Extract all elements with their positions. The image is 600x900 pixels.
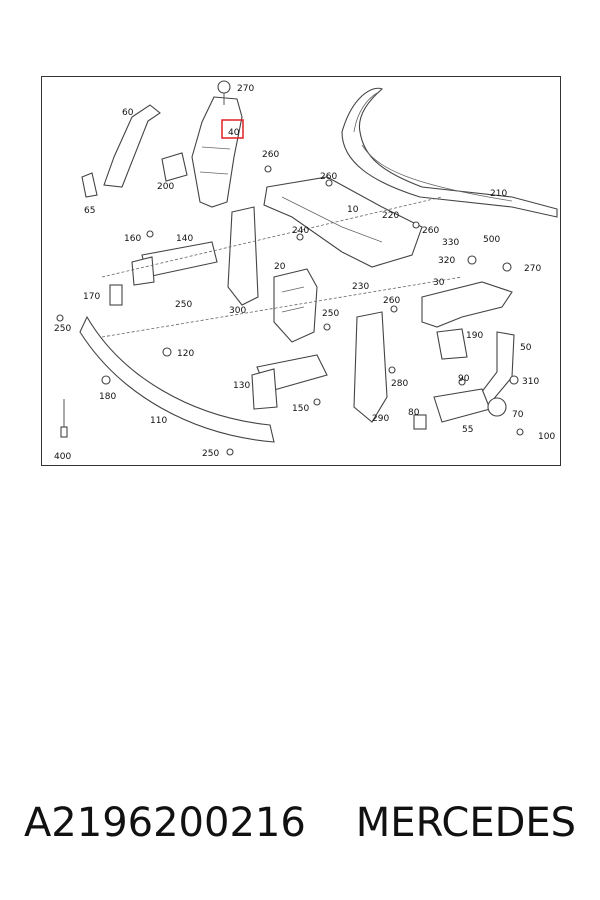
label-220: 220 (382, 211, 399, 221)
part-190-bracket (436, 328, 468, 360)
label-200: 200 (157, 182, 174, 192)
label-260: 260 (383, 296, 400, 306)
label-80: 80 (408, 408, 420, 418)
part-400-bolt (60, 399, 68, 438)
highlight-box (221, 119, 244, 139)
label-170: 170 (83, 292, 100, 302)
label-20: 20 (274, 262, 286, 272)
part-290-bracket (353, 311, 388, 423)
label-10: 10 (347, 205, 359, 215)
label-500: 500 (483, 235, 500, 245)
label-300: 300 (229, 306, 246, 316)
part-110-bumper-beam (79, 196, 463, 443)
label-210: 210 (490, 189, 507, 199)
label-150: 150 (292, 404, 309, 414)
label-90: 90 (458, 374, 470, 384)
label-60: 60 (122, 108, 134, 118)
label-190: 190 (466, 331, 483, 341)
label-50: 50 (520, 343, 532, 353)
label-250: 250 (202, 449, 219, 459)
product-caption: A2196200216 MERCEDES (0, 800, 600, 846)
part-70-bushing (487, 397, 507, 417)
part-200-bracket (161, 152, 188, 182)
part-number: A2196200216 (23, 800, 306, 846)
label-320: 320 (438, 256, 455, 266)
part-130-bracket (251, 354, 328, 410)
part-40-support-panel (191, 80, 243, 208)
part-60-bracket (81, 104, 161, 198)
label-130: 130 (233, 381, 250, 391)
label-250: 250 (322, 309, 339, 319)
label-140: 140 (176, 234, 193, 244)
parts-diagram: 270 40 60 200 65 260 260 10 210 220 260 … (41, 76, 561, 466)
part-55-bracket (433, 388, 491, 423)
label-400: 400 (54, 452, 71, 462)
part-170-spacer (109, 284, 123, 306)
label-280: 280 (391, 379, 408, 389)
label-330: 330 (442, 238, 459, 248)
label-230: 230 (352, 282, 369, 292)
part-210-bumper-support (341, 87, 558, 218)
part-10-crossmember (263, 176, 423, 268)
label-240: 240 (292, 226, 309, 236)
label-160: 160 (124, 234, 141, 244)
label-30: 30 (433, 278, 445, 288)
part-140-arm (131, 241, 218, 286)
part-300-bracket (227, 206, 259, 306)
label-310: 310 (522, 377, 539, 387)
label-270: 270 (524, 264, 541, 274)
fasteners (56, 165, 524, 456)
exploded-view-drawing: 270 40 60 200 65 260 260 10 210 220 260 … (54, 80, 558, 462)
label-270: 270 (237, 84, 254, 94)
label-100: 100 (538, 432, 555, 442)
label-65: 65 (84, 206, 95, 216)
label-260: 260 (422, 226, 439, 236)
brand-name: MERCEDES (355, 800, 577, 846)
label-260: 260 (320, 172, 337, 182)
part-20-panel (273, 268, 318, 343)
label-110: 110 (150, 416, 167, 426)
label-55: 55 (462, 425, 473, 435)
label-120: 120 (177, 349, 194, 359)
label-180: 180 (99, 392, 116, 402)
part-80-sleeve (413, 414, 427, 430)
label-260: 260 (262, 150, 279, 160)
label-290: 290 (372, 414, 389, 424)
label-70: 70 (512, 410, 524, 420)
label-40: 40 (228, 128, 240, 138)
label-250: 250 (54, 324, 71, 334)
part-30-arm (421, 281, 513, 328)
label-250: 250 (175, 300, 192, 310)
